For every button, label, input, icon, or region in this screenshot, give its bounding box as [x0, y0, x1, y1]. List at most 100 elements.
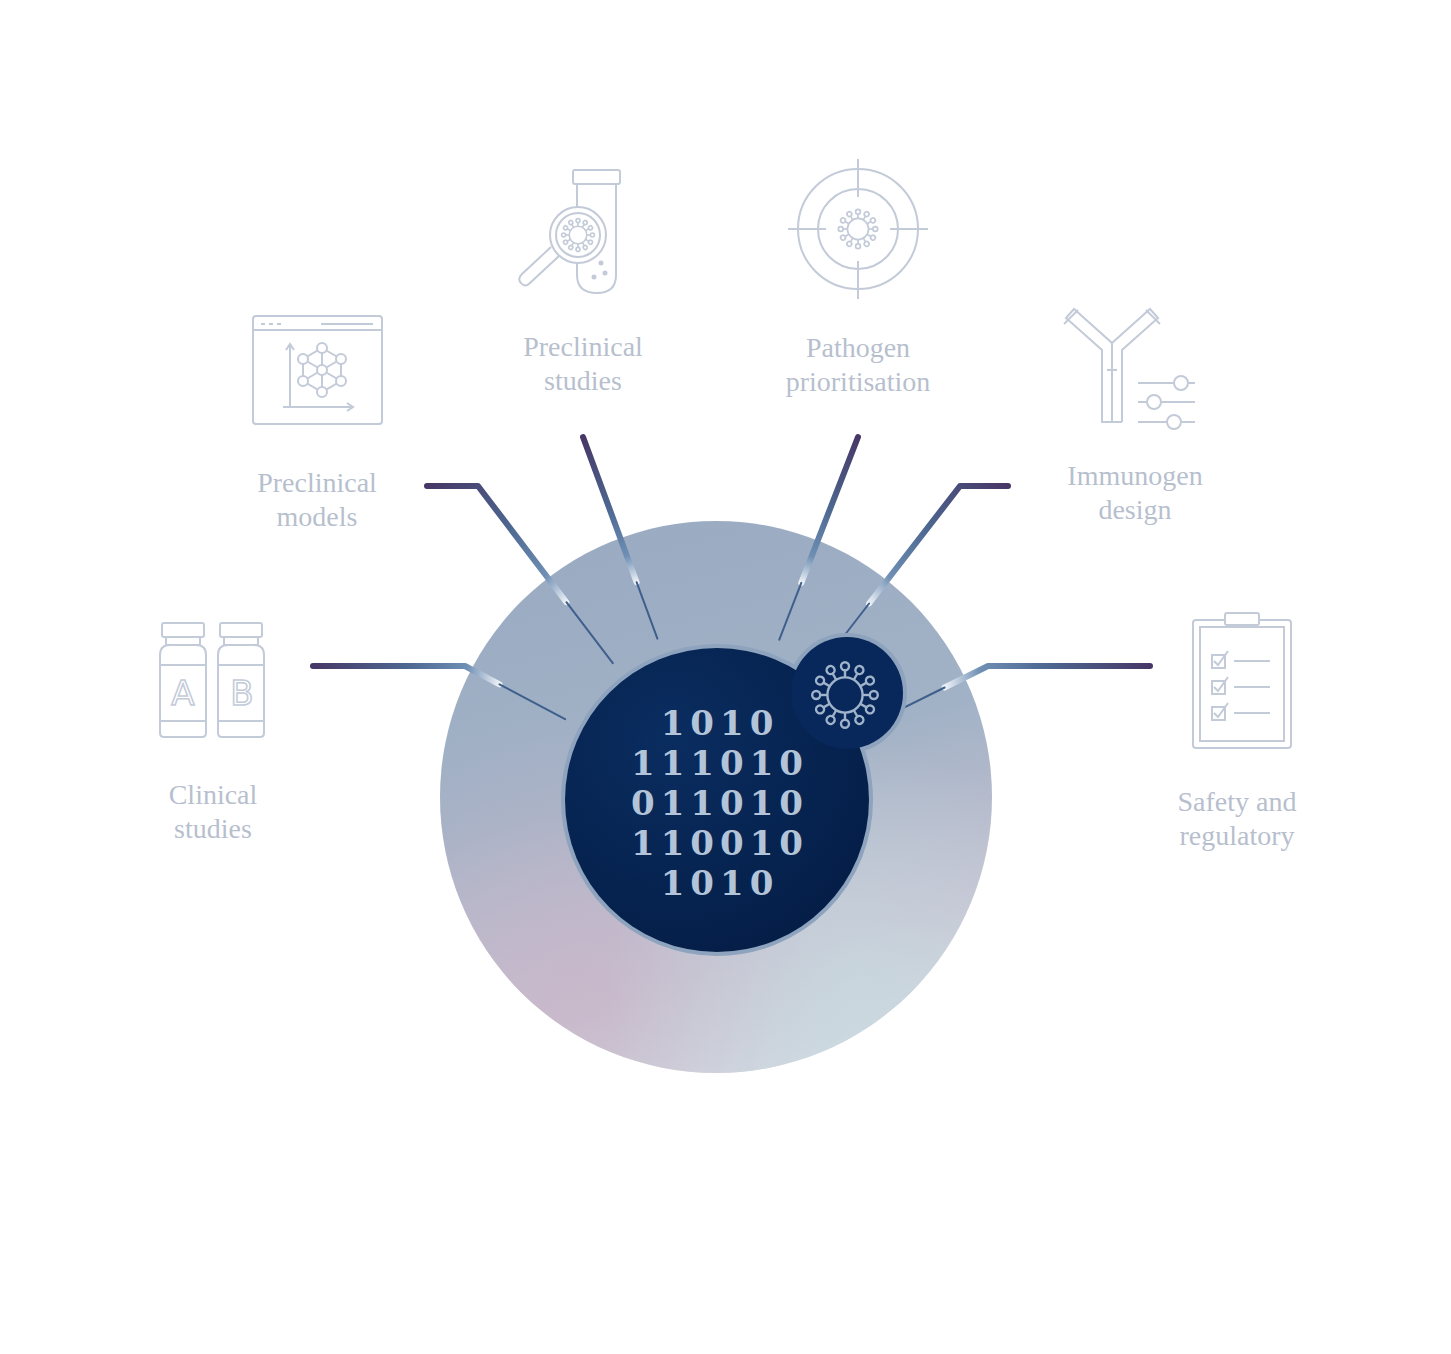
checklist-symbol-part	[1234, 686, 1270, 688]
checklist-symbol	[1212, 651, 1270, 720]
network-symbol-part	[298, 376, 308, 386]
checklist-symbol-part	[1234, 660, 1270, 662]
vial-symbol-part	[160, 664, 206, 666]
vial-symbol-part	[160, 720, 206, 722]
magnifier-symbol	[519, 207, 606, 286]
network-symbol-part	[303, 359, 341, 381]
connector-line	[313, 666, 565, 719]
test-tube-icon-part	[593, 276, 596, 279]
checklist-symbol-part	[1234, 712, 1270, 714]
outer-circle-part	[440, 521, 992, 1073]
slider-symbol-part	[1174, 376, 1188, 390]
connector-thick	[313, 666, 500, 684]
stage-node: Immunogen design	[1008, 300, 1262, 525]
data-core-circle: 1010 111010 011010 110010 1010	[545, 628, 889, 972]
stage-label: Immunogen design	[1050, 459, 1220, 527]
browser-chart-icon-part	[261, 323, 265, 325]
vial-symbol-part	[218, 720, 264, 722]
stage-label: Clinical studies	[138, 778, 288, 846]
stage-label: Pathogen prioritisation	[763, 331, 953, 399]
target-icon-part	[857, 159, 859, 197]
target-icon-part	[857, 261, 859, 299]
browser-chart-icon-part	[253, 316, 382, 424]
connector-thick	[427, 486, 566, 602]
target-icon-part	[838, 209, 877, 248]
network-symbol-part	[298, 354, 308, 364]
network-symbol-part	[317, 365, 327, 375]
connector-thick	[869, 486, 1008, 604]
connector-thick	[583, 437, 637, 582]
clipboard-icon-part	[1225, 613, 1259, 625]
connector-line	[427, 486, 613, 663]
magnifier-symbol-part	[556, 213, 600, 257]
magnifier-symbol-part	[550, 207, 606, 263]
connector-thick	[945, 666, 1150, 688]
browser-chart-icon-part	[321, 323, 373, 325]
test-tube-icon	[473, 165, 693, 437]
vial-symbol-part	[218, 645, 264, 737]
network-symbol-part	[317, 343, 327, 353]
connector-thick	[801, 437, 858, 583]
connector-line	[583, 437, 657, 639]
antibody-symbol-part	[1066, 309, 1112, 422]
vial-symbol	[218, 623, 264, 737]
connector-thin	[637, 582, 658, 638]
antibody-symbol-part	[1107, 369, 1117, 371]
browser-chart-icon-part	[283, 406, 353, 408]
virus-symbol	[812, 662, 878, 728]
core-outline-part	[791, 637, 903, 749]
test-tube-icon-part	[573, 170, 620, 184]
target-icon-part	[890, 228, 928, 230]
checklist-symbol-part	[1214, 677, 1228, 691]
core-outline-part	[791, 637, 903, 749]
stage-label: Safety and regulatory	[1157, 785, 1317, 853]
slider-symbol	[1138, 376, 1195, 429]
browser-chart-icon-part	[253, 329, 382, 331]
vial-symbol-part	[218, 664, 264, 666]
network-symbol-part	[303, 359, 341, 381]
test-tube-icon-part	[604, 272, 607, 275]
target-icon-part	[818, 189, 898, 269]
vial-letter: A	[163, 673, 203, 713]
antibody-symbol-part	[1146, 310, 1160, 324]
checklist-symbol-part	[1214, 651, 1228, 665]
stage-node: Clinical studies	[113, 615, 313, 850]
magnifier-symbol-part	[519, 247, 559, 286]
connector-thin	[500, 684, 566, 719]
antibody-icon	[1008, 300, 1262, 525]
browser-chart-icon-part	[289, 344, 291, 408]
slider-symbol-part	[1147, 395, 1161, 409]
network-symbol-part	[336, 376, 346, 386]
network-symbol-part	[303, 348, 341, 392]
connector-line	[871, 666, 1150, 724]
connector-thin	[779, 583, 801, 640]
browser-chart-icon-part	[347, 403, 353, 411]
vial-symbol-part	[220, 623, 262, 637]
outer-circle-part	[440, 521, 992, 1073]
stage-node: Preclinical studies	[473, 165, 693, 437]
stage-node: Safety and regulatory	[1150, 605, 1324, 850]
target-icon-part	[788, 228, 826, 230]
vial-symbol-part	[166, 637, 200, 645]
vial-letter: B	[222, 673, 262, 713]
stage-node: Preclinical models	[207, 310, 427, 525]
stage-label: Preclinical studies	[498, 330, 668, 398]
antibody-symbol-part	[1064, 310, 1078, 324]
vial-symbol	[160, 623, 206, 737]
vial-symbol-part	[224, 637, 258, 645]
core-outline	[565, 637, 903, 952]
network-symbol-part	[336, 354, 346, 364]
browser-chart-icon-part	[269, 323, 273, 325]
stage-label: Preclinical models	[232, 466, 402, 534]
clipboard-icon-part	[1200, 627, 1284, 741]
checklist-symbol-part	[1214, 703, 1228, 717]
antibody-symbol	[1064, 309, 1160, 422]
vial-symbol-part	[160, 645, 206, 737]
browser-chart-icon-part	[277, 323, 281, 325]
connector-thin	[566, 602, 612, 663]
binary-text: 1010 111010 011010 110010 1010	[625, 703, 809, 903]
clipboard-icon-part	[1193, 620, 1291, 748]
antibody-symbol-part	[1102, 421, 1122, 423]
test-tube-icon-part	[600, 262, 603, 265]
outer-circle-part	[440, 521, 992, 1073]
